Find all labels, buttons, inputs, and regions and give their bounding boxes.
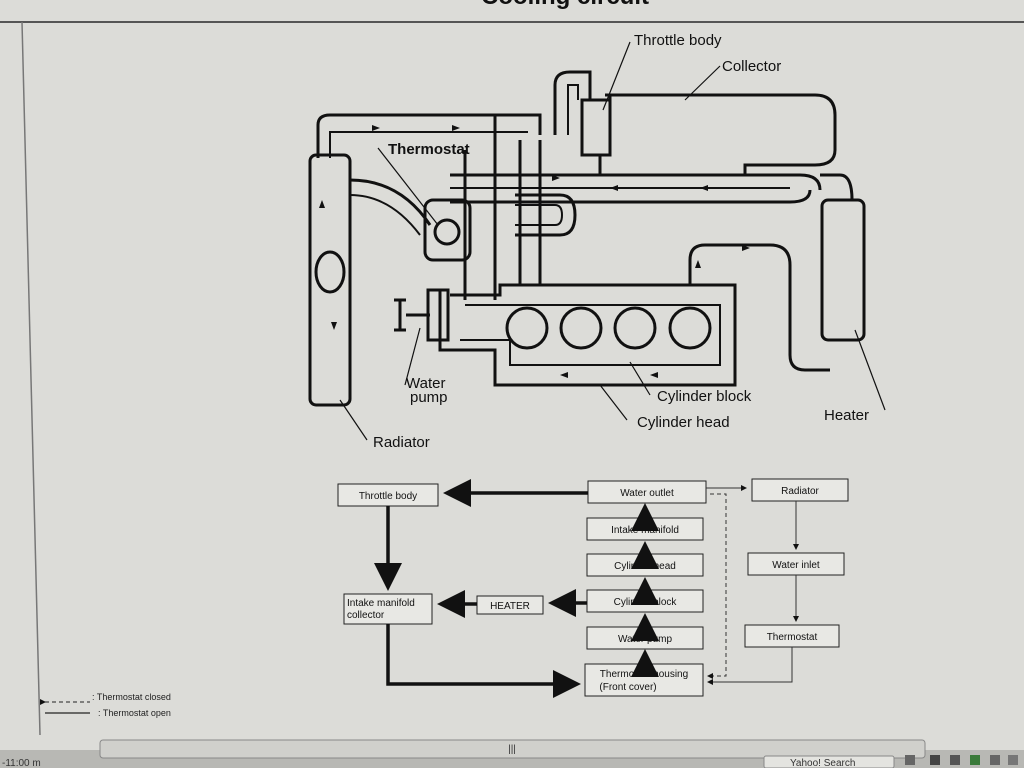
tray-icon-3[interactable]	[950, 755, 960, 765]
legend-open: : Thermostat open	[98, 708, 171, 718]
flow-label-thermostat: Thermostat	[767, 632, 818, 643]
box-intake-manifold-collector	[343, 593, 433, 625]
label-throttle-body: Throttle body	[634, 32, 722, 49]
cylinder-2-shape	[559, 306, 603, 350]
engine-flow-arrows	[319, 125, 750, 378]
flow-label-housing-line2: (Front cover)	[599, 682, 656, 693]
tray-icon-6[interactable]	[1008, 755, 1018, 765]
flow-label-heater: HEATER	[490, 601, 530, 612]
legend: : Thermostat closed : Thermostat open	[40, 692, 171, 718]
taskbar: ||| -11:00 m Yahoo! Search	[0, 739, 1024, 768]
throttle-body-shape	[580, 98, 612, 157]
heater-shape	[820, 198, 866, 342]
water-pump-shape	[394, 298, 430, 332]
tray-icon-1[interactable]	[905, 755, 915, 765]
label-cylinder-head: Cylinder head	[637, 414, 730, 431]
label-water-pump-line2: pump	[410, 389, 448, 406]
flow-label-collector-line1: Intake manifold	[347, 598, 415, 609]
label-water-pump-line1: Water	[406, 375, 445, 392]
arrow-bypass-closed	[707, 493, 727, 679]
cylinder-4-shape	[668, 306, 712, 350]
engine-labels: Throttle body Collector Thermostat Water…	[373, 32, 869, 451]
heater-return-hose	[538, 140, 830, 372]
page-left-border	[21, 21, 41, 736]
label-heater: Heater	[824, 407, 869, 424]
thermostat-housing-shape	[423, 198, 472, 262]
scrollbar-grip-icon[interactable]: |||	[508, 744, 516, 755]
taskbar-left-text: -11:00 m	[2, 758, 41, 768]
page-title: Cooling circuit	[481, 0, 649, 10]
flow-label-water-inlet: Water inlet	[772, 560, 820, 571]
arrow-collector-to-housing	[386, 624, 581, 698]
label-collector: Collector	[722, 58, 781, 75]
box-radiator	[751, 478, 849, 502]
flow-label-cylinder-block: Cylinder block	[614, 597, 678, 608]
search-box[interactable]	[763, 755, 895, 768]
label-thermostat: Thermostat	[388, 141, 470, 158]
flow-label-collector-line2: collector	[347, 610, 385, 621]
cylinder-1-shape	[505, 306, 549, 350]
label-cylinder-block: Cylinder block	[657, 388, 752, 405]
tray-icon-5[interactable]	[990, 755, 1000, 765]
flow-label-cylinder-head: Cylinder head	[614, 561, 676, 572]
horizontal-scrollbar[interactable]	[99, 739, 926, 759]
flow-label-housing-line1: Thermostat housing	[600, 669, 688, 680]
legend-closed: : Thermostat closed	[92, 692, 171, 702]
flow-label-water-outlet: Water outlet	[620, 488, 674, 499]
flow-label-throttle-body: Throttle body	[359, 491, 417, 502]
label-radiator: Radiator	[373, 434, 430, 451]
upper-hose	[316, 113, 542, 158]
tray-icon-4[interactable]	[970, 755, 980, 765]
tray-icon-2[interactable]	[930, 755, 940, 765]
flow-label-radiator: Radiator	[781, 486, 819, 497]
search-box-text: Yahoo! Search	[790, 758, 855, 768]
leader-lines	[339, 41, 886, 441]
flow-chart: Throttle body Water outlet Radiator Inta…	[337, 478, 849, 698]
arrow-thermostat-to-housing	[707, 647, 793, 685]
flow-label-intake-manifold: Intake manifold	[611, 525, 679, 536]
cylinder-3-shape	[613, 306, 657, 350]
radiator-cap-shape	[314, 250, 346, 294]
flow-label-water-pump: Water pump	[618, 634, 673, 645]
engine-schematic	[308, 70, 866, 407]
engine-block-shape	[438, 283, 737, 387]
